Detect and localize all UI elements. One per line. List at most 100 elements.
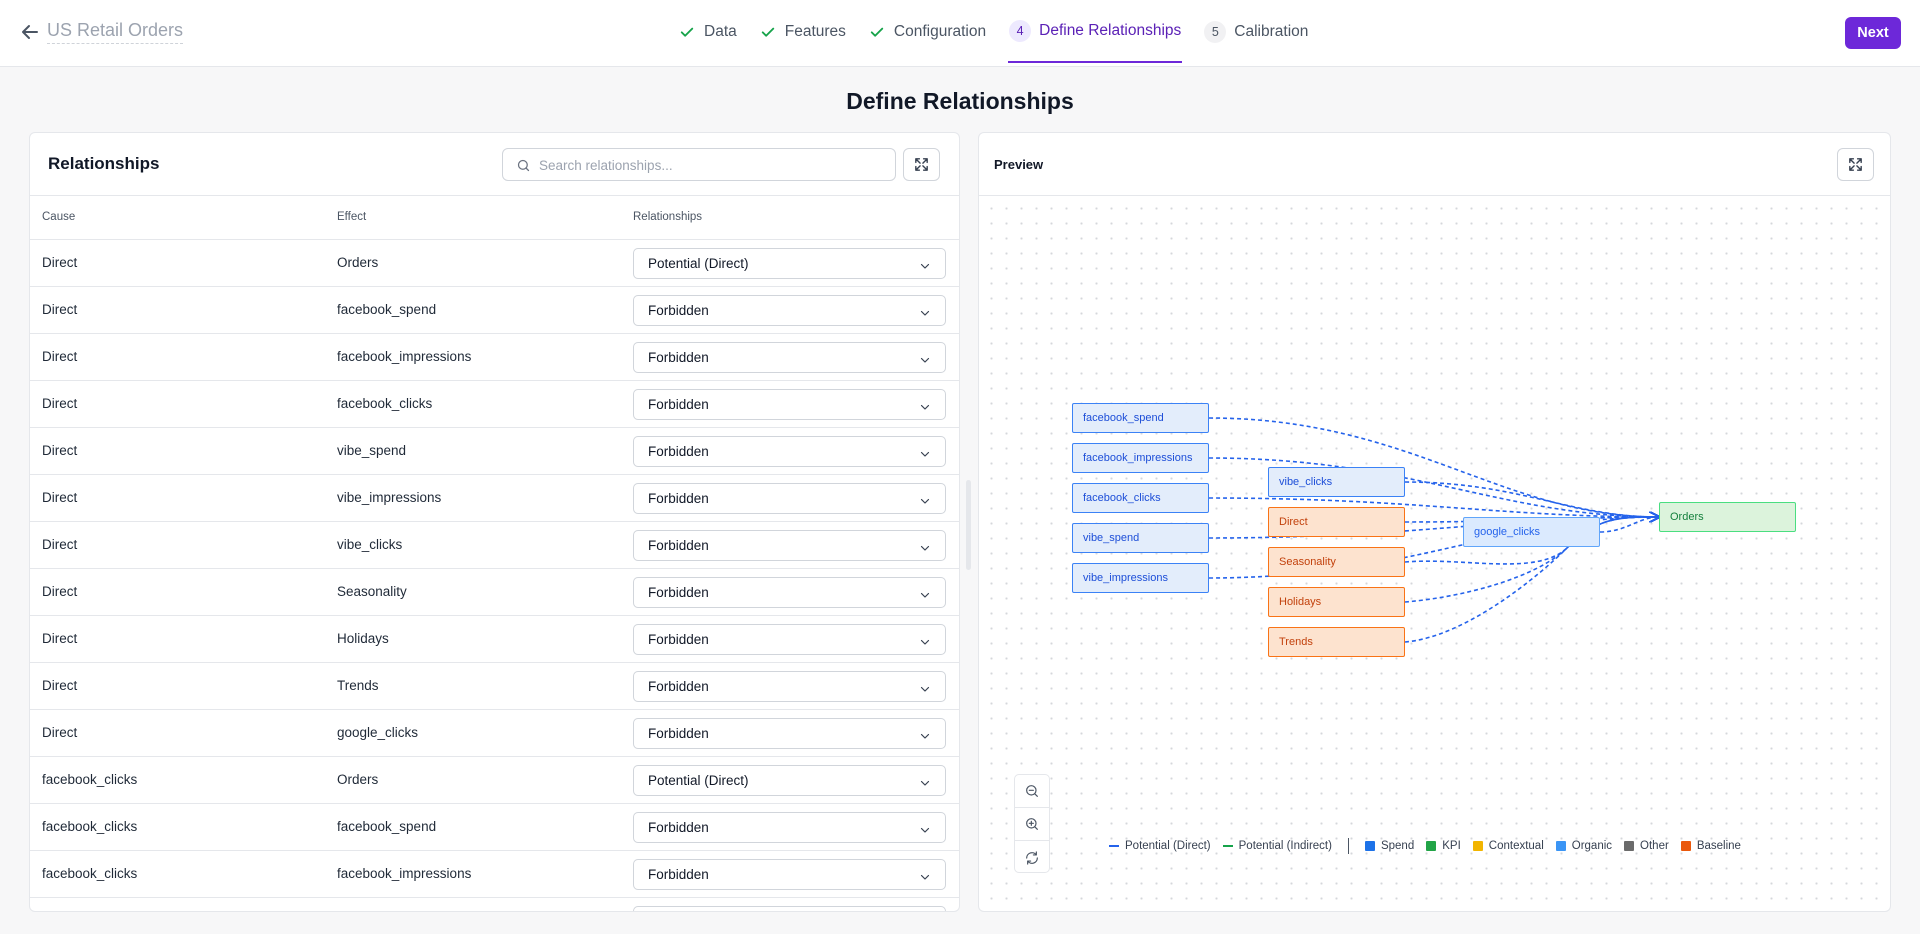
zoom-controls [1014,774,1050,873]
chevron-down-icon [920,545,930,551]
legend-category-item: Baseline [1680,840,1741,852]
expand-table-button[interactable] [903,148,940,181]
legend-line-swatch [1222,845,1233,847]
graph-legend: Potential (Direct)Potential (Indirect)Sp… [1109,838,1753,854]
table-row: Direct Trends Forbidden [30,663,959,710]
relationship-select[interactable]: Forbidden [633,859,946,890]
step-label: Calibration [1234,23,1309,40]
graph-canvas[interactable]: Potential (Direct)Potential (Indirect)Sp… [979,196,1891,911]
check-icon [680,27,694,37]
preview-panel: Preview Potential (Direct)Potential (In [978,132,1891,912]
relationship-select[interactable]: Forbidden [633,530,946,561]
graph-node-seasonality[interactable]: Seasonality [1268,547,1405,577]
cause-cell: Direct [42,349,78,364]
back-arrow-icon[interactable] [18,20,42,44]
legend-category-item: Other [1624,840,1669,852]
stepper: Data Features Configuration 4 Define Rel… [678,0,1330,67]
graph-node-vibe-spend[interactable]: vibe_spend [1072,523,1209,553]
graph-node-facebook-clicks[interactable]: facebook_clicks [1072,483,1209,513]
relationships-header: Relationships [30,133,959,196]
graph-node-direct[interactable]: Direct [1268,507,1405,537]
relationship-select[interactable] [633,906,946,911]
effect-cell: vibe_spend [337,443,407,458]
table-header: Cause Effect Relationships [30,196,959,240]
legend-color-swatch [1680,841,1691,851]
legend-category-item: Organic [1555,840,1612,852]
relationships-panel: Relationships Cause Effect Relationships… [29,132,960,912]
relationship-select[interactable]: Forbidden [633,436,946,467]
relationship-value: Forbidden [648,820,709,835]
chevron-down-icon [920,592,930,598]
graph-node-trends[interactable]: Trends [1268,627,1405,657]
relationship-select[interactable]: Forbidden [633,671,946,702]
relationship-select[interactable]: Forbidden [633,389,946,420]
step-data[interactable]: Data [678,0,737,64]
refresh-icon [1026,850,1038,865]
relationship-value: Forbidden [648,538,709,553]
effect-cell: Orders [337,255,379,270]
relationship-select[interactable]: Forbidden [633,624,946,655]
relationship-select[interactable]: Forbidden [633,483,946,514]
relationship-value: Forbidden [648,632,709,647]
effect-cell: facebook_spend [337,819,437,834]
relationship-select[interactable]: Forbidden [633,718,946,749]
relationship-select[interactable]: Forbidden [633,577,946,608]
graph-node-vibe-clicks[interactable]: vibe_clicks [1268,467,1405,497]
project-name[interactable]: US Retail Orders [47,20,184,44]
graph-node-facebook-impressions[interactable]: facebook_impressions [1072,443,1209,473]
relationship-select[interactable]: Forbidden [633,295,946,326]
chevron-down-icon [920,780,930,786]
legend-color-swatch [1426,841,1437,851]
effect-cell: Trends [337,678,379,693]
legend-label: Potential (Indirect) [1238,840,1332,852]
cause-cell: Direct [42,396,78,411]
graph-edges [1208,417,1891,643]
relationship-select[interactable]: Forbidden [633,342,946,373]
chevron-down-icon [920,498,930,504]
reset-view-button[interactable] [1015,841,1049,874]
legend-category-item: Contextual [1472,840,1544,852]
relationship-select[interactable]: Potential (Direct) [633,765,946,796]
graph-edge [1208,457,1659,517]
graph-node-vibe-impressions[interactable]: vibe_impressions [1072,563,1209,593]
relationship-select[interactable]: Forbidden [633,812,946,843]
step-calibration[interactable]: 5 Calibration [1204,0,1308,64]
zoom-in-button[interactable] [1015,808,1049,841]
chevron-down-icon [920,310,930,316]
graph-node-orders[interactable]: Orders [1659,502,1796,532]
legend-category-item: Spend [1364,840,1414,852]
graph-node-google-clicks[interactable]: google_clicks [1463,517,1600,547]
legend-color-swatch [1555,841,1566,851]
graph-node-holidays[interactable]: Holidays [1268,587,1405,617]
relationship-select[interactable]: Potential (Direct) [633,248,946,279]
step-features[interactable]: Features [759,0,846,64]
search-input[interactable] [539,155,879,175]
graph-node-facebook-spend[interactable]: facebook_spend [1072,403,1209,433]
step-configuration[interactable]: Configuration [868,0,986,64]
column-relationships[interactable]: Relationships [633,211,703,223]
zoom-out-button[interactable] [1015,775,1049,808]
step-define-relationships[interactable]: 4 Define Relationships [1008,0,1183,63]
relationship-value: Forbidden [648,303,709,318]
column-effect[interactable]: Effect [337,211,367,223]
panel-resize-handle[interactable] [966,480,971,570]
expand-icon [1849,158,1862,171]
column-cause[interactable]: Cause [42,211,76,223]
zoom-out-icon [1026,785,1038,797]
chevron-down-icon [920,357,930,363]
relationship-value: Forbidden [648,491,709,506]
top-bar: US Retail Orders Data Features Configura… [0,0,1920,67]
expand-icon [915,158,928,171]
chevron-down-icon [920,263,930,269]
relationship-value: Forbidden [648,867,709,882]
chevron-down-icon [920,874,930,880]
expand-preview-button[interactable] [1837,148,1874,181]
cause-cell: Direct [42,678,78,693]
next-button[interactable]: Next [1845,17,1901,49]
